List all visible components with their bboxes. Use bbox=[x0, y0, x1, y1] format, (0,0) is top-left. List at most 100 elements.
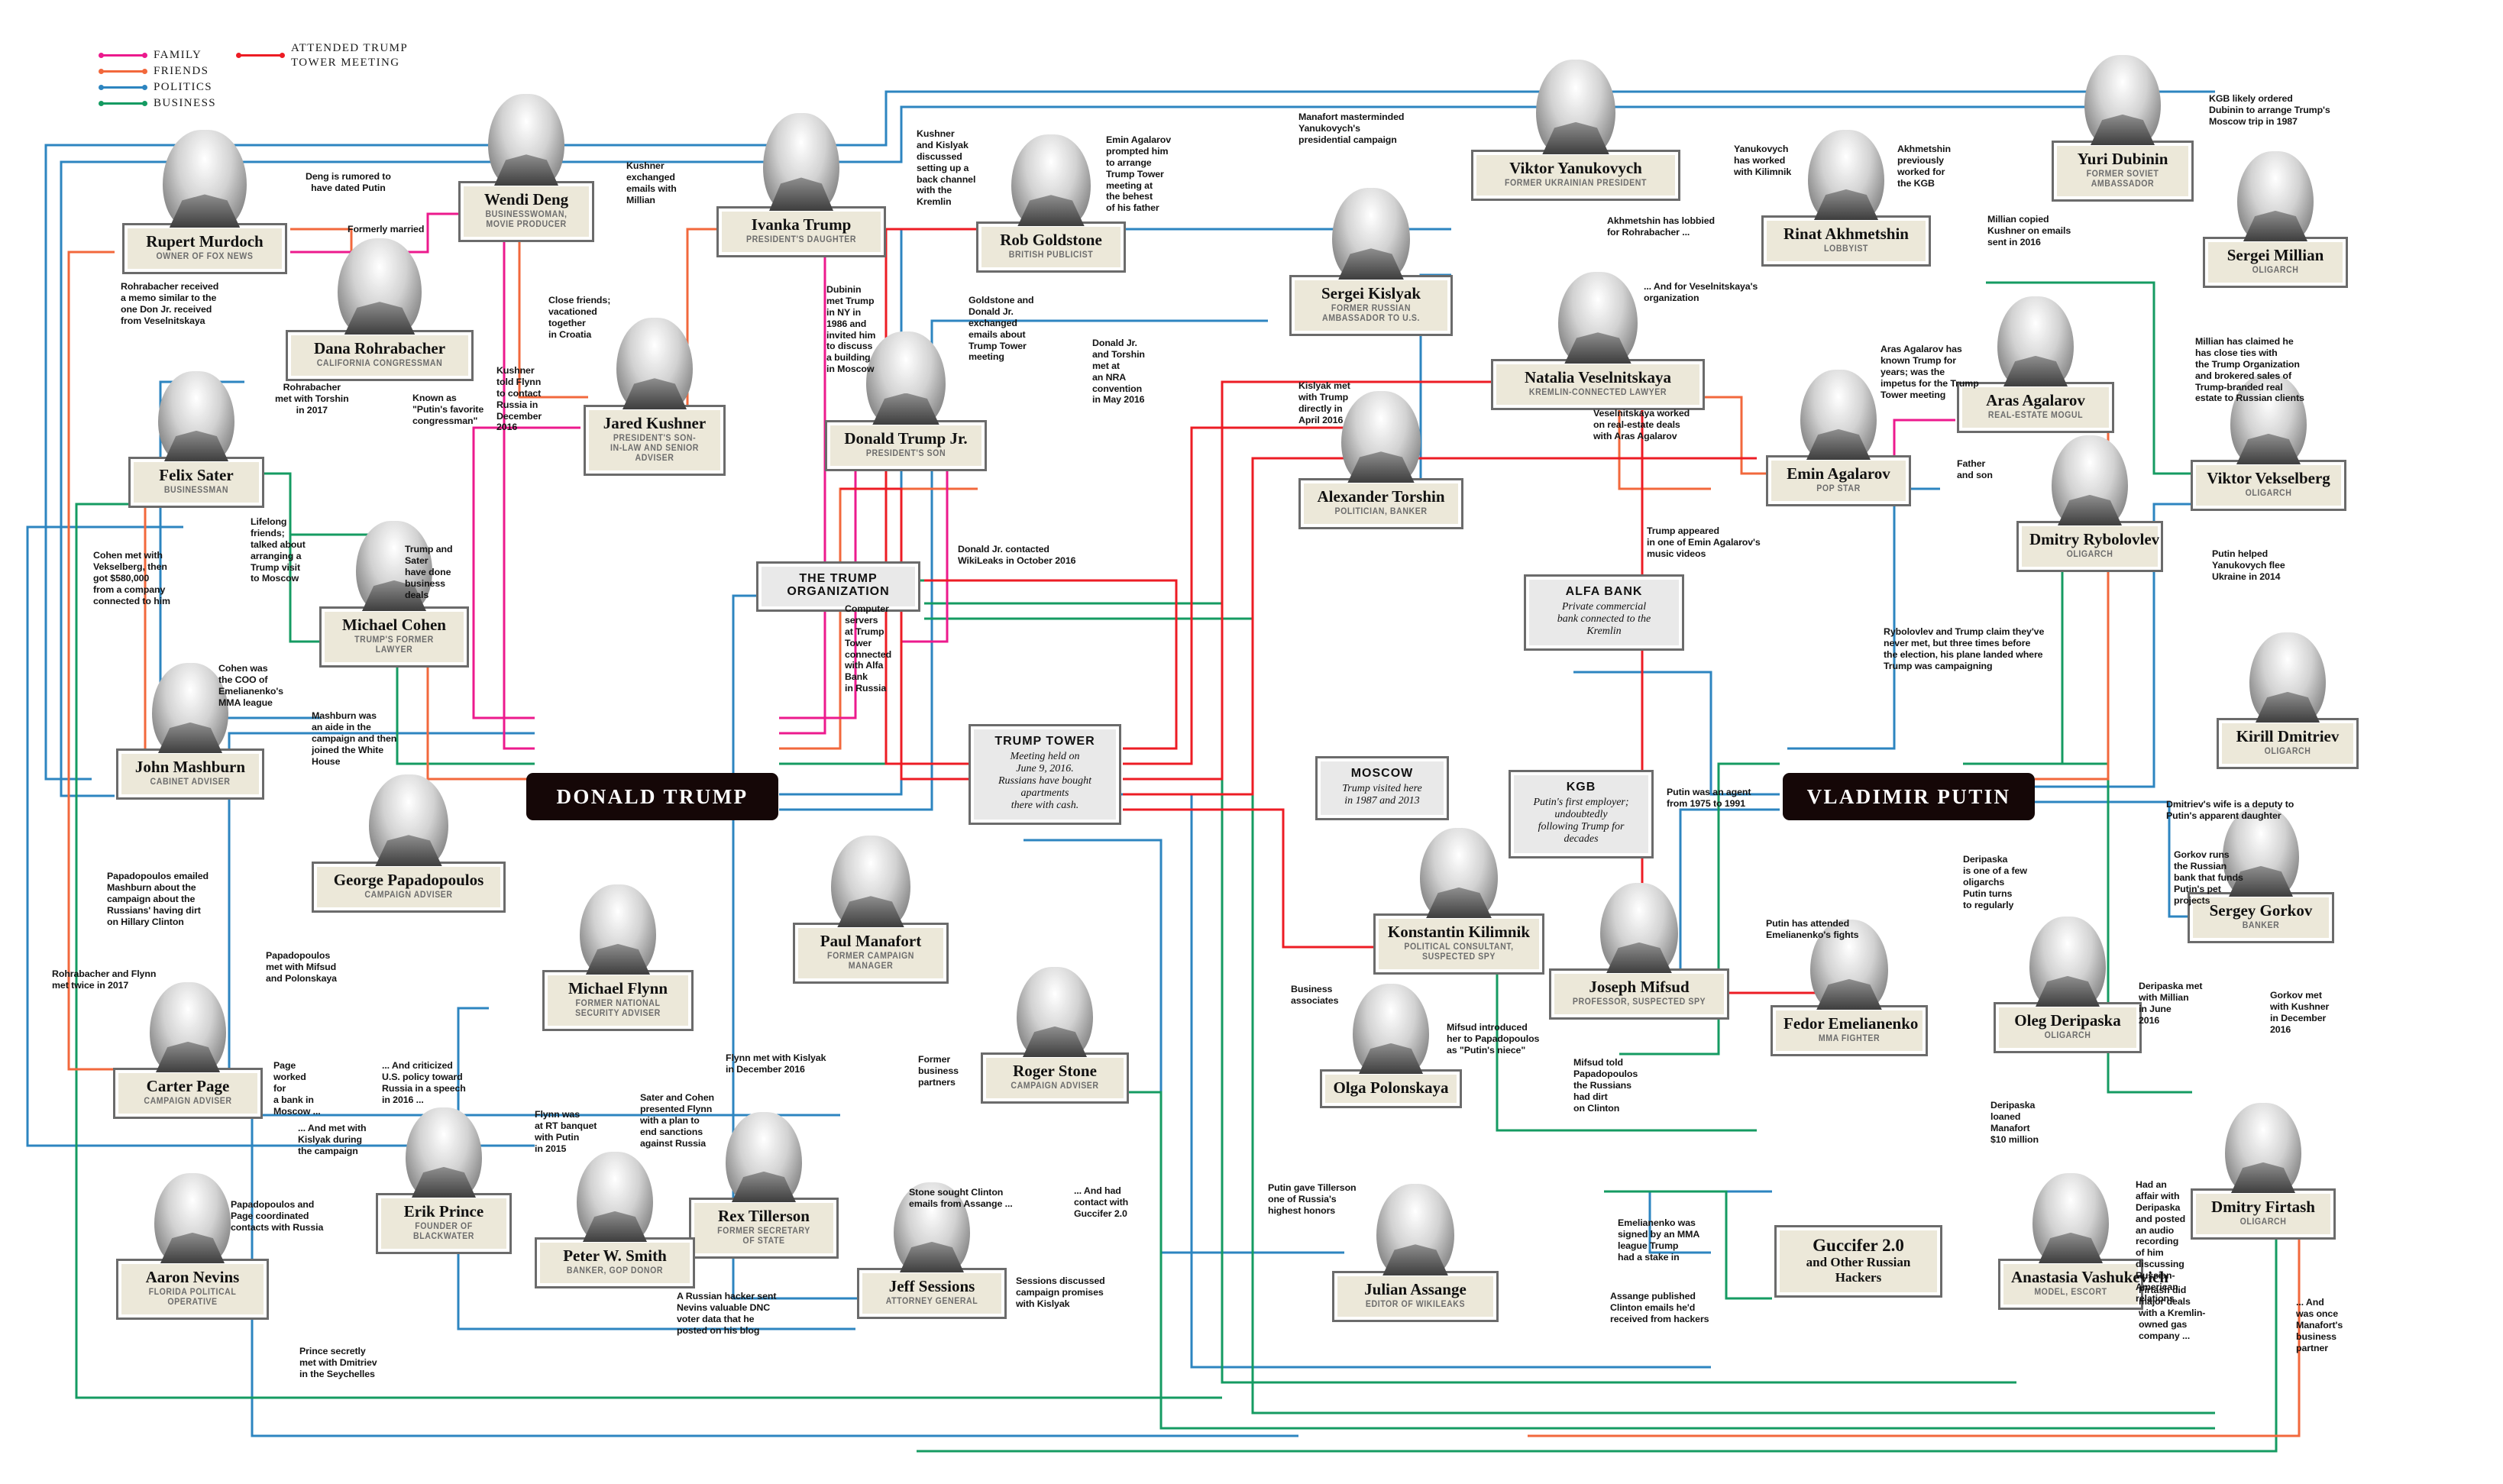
annotation-line: Millian has claimed he bbox=[2195, 336, 2294, 347]
person-card[interactable]: Olga Polonskaya bbox=[1320, 1069, 1462, 1109]
place-node[interactable]: THE TRUMP ORGANIZATION bbox=[756, 561, 920, 612]
person-role-line: FLORIDA POLITICAL bbox=[148, 1288, 237, 1298]
person-name: Dmitry Firtash bbox=[2211, 1198, 2315, 1216]
person-photo bbox=[894, 1182, 970, 1272]
person-role-line: EDITOR OF WIKILEAKS bbox=[1365, 1300, 1466, 1310]
hub-node[interactable]: VLADIMIR PUTIN bbox=[1783, 773, 2035, 820]
person-node[interactable]: Olga Polonskaya bbox=[1320, 984, 1462, 1109]
annotation-line: Rybolovlev and Trump claim they've bbox=[1884, 626, 2045, 637]
person-node[interactable]: Donald Trump Jr.PRESIDENT'S SON bbox=[825, 331, 987, 472]
person-card[interactable]: Donald Trump Jr.PRESIDENT'S SON bbox=[825, 420, 987, 472]
person-role: CABINET ADVISER bbox=[134, 778, 246, 787]
annotation-line: Emelianenko's fights bbox=[1766, 929, 1859, 940]
hub-node[interactable]: DONALD TRUMP bbox=[526, 773, 778, 820]
annotation-line: sent in 2016 bbox=[1987, 236, 2041, 247]
